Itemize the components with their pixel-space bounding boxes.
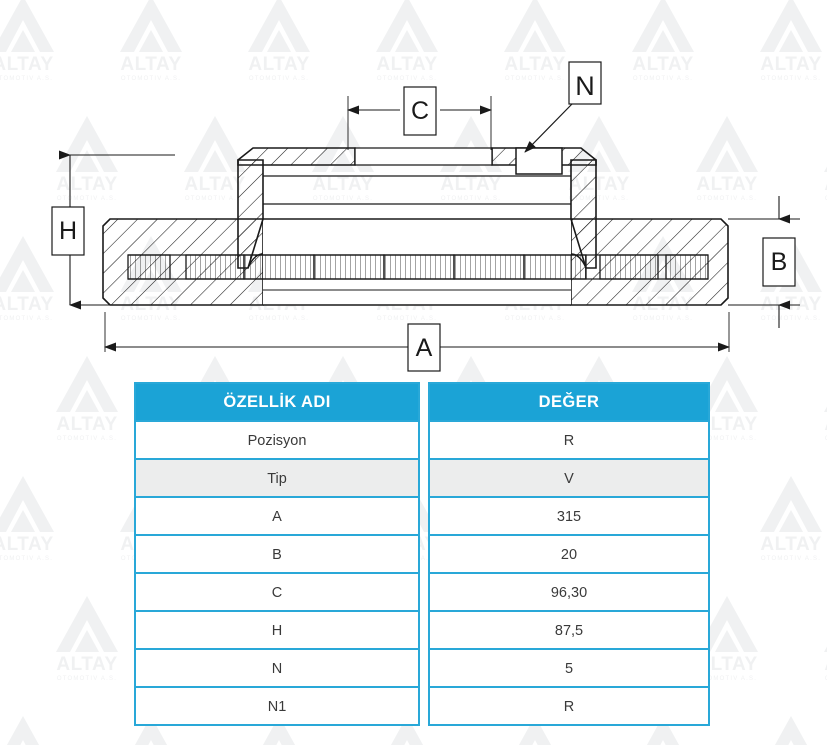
dimension-a-label: A: [416, 334, 433, 362]
brake-disc-drawing: H B C: [51, 61, 800, 372]
spec-name-cell: C: [136, 572, 418, 610]
dimension-a-box: [407, 323, 441, 372]
dimension-h-box: [51, 206, 85, 256]
spec-name-cell: A: [136, 496, 418, 534]
dimension-h-label: H: [59, 217, 77, 245]
svg-text:ALTAY: ALTAY: [760, 534, 821, 555]
svg-text:OTOMOTIV A.S.: OTOMOTIV A.S.: [0, 556, 53, 562]
spec-name-cell: N: [136, 648, 418, 686]
svg-text:ALTAY: ALTAY: [56, 654, 117, 675]
spec-name-cell: Pozisyon: [136, 420, 418, 458]
spec-name-cell: Tip: [136, 458, 418, 496]
altay-triangle-logo-icon: [56, 596, 118, 652]
spec-value-cell: R: [430, 420, 708, 458]
dimension-b-label: B: [771, 248, 788, 276]
spec-header-name: ÖZELLİK ADI: [136, 384, 418, 420]
svg-text:OTOMOTIV A.S.: OTOMOTIV A.S.: [57, 676, 117, 682]
spec-value-cell: 20: [430, 534, 708, 572]
callout-n-label: N: [575, 71, 595, 101]
specification-table: ÖZELLİK ADI Pozisyon Tip A B C H N N1 DE…: [134, 382, 710, 726]
dimension-a: [104, 312, 730, 352]
svg-text:OTOMOTIV A.S.: OTOMOTIV A.S.: [57, 436, 117, 442]
spec-value-cell: 96,30: [430, 572, 708, 610]
spec-name-cell: B: [136, 534, 418, 572]
altay-triangle-logo-icon: [0, 476, 54, 532]
altay-triangle-logo-icon: [760, 476, 822, 532]
spec-value-cell: 5: [430, 648, 708, 686]
spec-value-column: DEĞER R V 315 20 96,30 87,5 5 R: [428, 382, 710, 726]
callout-n-leader: [524, 103, 573, 153]
spec-value-cell: V: [430, 458, 708, 496]
spec-value-cell: R: [430, 686, 708, 724]
disc-cross-section: [102, 147, 729, 306]
callout-n-box: [568, 61, 602, 105]
bolt-hole-feature: [515, 147, 563, 175]
dimension-b: [728, 196, 800, 328]
altay-triangle-logo-icon: [6, 716, 40, 745]
spec-name-cell: N1: [136, 686, 418, 724]
vane-band: [127, 254, 709, 280]
spec-name-column: ÖZELLİK ADI Pozisyon Tip A B C H N N1: [134, 382, 420, 726]
dimension-c-box: [403, 86, 437, 136]
svg-text:ALTAY: ALTAY: [56, 414, 117, 435]
spec-value-cell: 87,5: [430, 610, 708, 648]
svg-text:ALTAY: ALTAY: [0, 534, 54, 555]
altay-triangle-logo-icon: [774, 716, 808, 745]
spec-header-value: DEĞER: [430, 384, 708, 420]
spec-value-cell: 315: [430, 496, 708, 534]
dimension-c-label: C: [411, 97, 429, 125]
svg-text:OTOMOTIV A.S.: OTOMOTIV A.S.: [761, 556, 821, 562]
spec-name-cell: H: [136, 610, 418, 648]
